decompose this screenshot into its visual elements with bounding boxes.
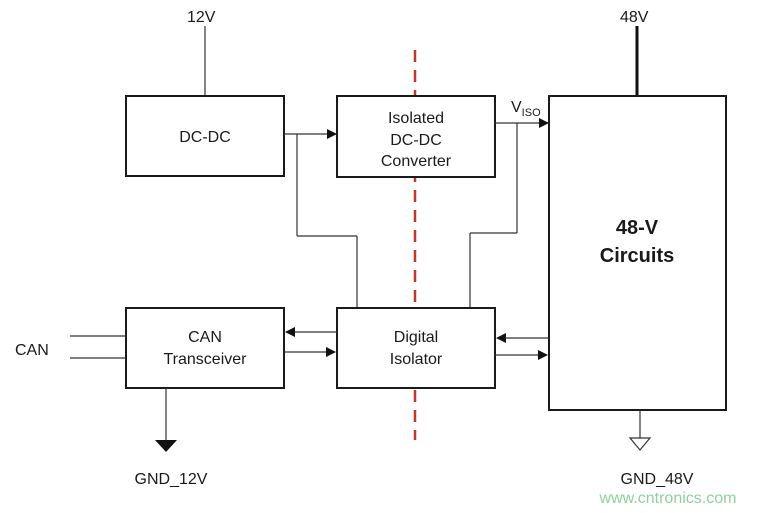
gnd48-ground-icon [628,437,652,451]
supply-12v-label: 12V [187,9,216,26]
digital-isolator-block [336,307,496,389]
can-bus-label: CAN [15,342,49,359]
iso-label-line2: DC-DC [390,132,442,149]
dig-label-line1: Digital [394,329,438,346]
gnd48-label: GND_48V [621,471,694,488]
iso-label-line3: Converter [381,153,452,170]
can-label-line1: CAN [188,329,222,346]
isolated-converter-block [336,95,496,178]
viso-label: VISO [511,99,541,119]
circuits-48v-block [548,95,727,411]
iso-label-line1: Isolated [388,110,444,127]
dcdc-block [125,95,285,177]
dig-label-line2: Isolator [390,351,443,368]
circuits-label-line2: Circuits [600,245,674,267]
gnd12-label: GND_12V [135,471,208,488]
dcdc-label: DC-DC [179,129,231,146]
circuits-label-line1: 48-V [616,217,659,239]
gnd12-arrow-icon [155,440,177,452]
supply-48v-label: 48V [620,9,649,26]
can-label-line2: Transceiver [164,351,248,368]
watermark: www.cntronics.com [599,490,737,507]
can-transceiver-block [125,307,285,389]
